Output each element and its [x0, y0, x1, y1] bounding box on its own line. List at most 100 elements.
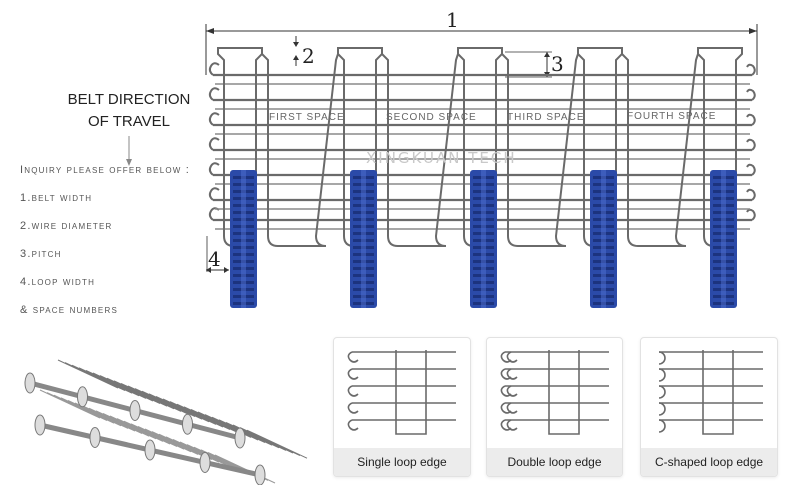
iso-sprocket [144, 439, 156, 461]
sprocket-highlight [241, 170, 246, 308]
edge-card-caption: Double loop edge [487, 448, 622, 476]
iso-wire [78, 367, 140, 397]
space-labels: FIRST SPACE SECOND SPACE THIRD SPACE FOU… [269, 111, 716, 123]
iso-wire [67, 399, 129, 429]
iso-wire [81, 405, 143, 435]
iso-wire [218, 419, 280, 449]
edge-loop [347, 385, 359, 397]
edge-loop [506, 351, 518, 363]
sprocket [470, 170, 497, 308]
iso-wire [127, 385, 189, 415]
iso-wire [137, 425, 199, 455]
edge-spacer [395, 350, 427, 435]
direction-title-line2: OF TRAVEL [88, 113, 170, 130]
iso-wire [246, 429, 308, 459]
pitch-number: 3 [551, 52, 564, 76]
inquiry-heading: Inquiry please offer below : [20, 164, 191, 176]
iso-sprocket [24, 372, 36, 394]
space-outline [501, 53, 579, 247]
iso-sprocket [129, 400, 141, 421]
conveyor-isometric-illustration [24, 359, 308, 485]
iso-wire [144, 428, 206, 458]
sprocket [350, 170, 377, 308]
edge-card-caption: Single loop edge [334, 448, 470, 476]
edge-loop [506, 419, 518, 431]
iso-wire [179, 441, 241, 471]
iso-wire [39, 389, 101, 419]
c-loop [658, 351, 666, 365]
edge-card-single: Single loop edge [333, 337, 471, 477]
belt-diagram: 1 2 3 4 FIRST SPACE SECOND SPACE THIRD S… [126, 8, 758, 308]
sprocket [230, 170, 257, 308]
iso-wire [120, 382, 182, 412]
iso-wire [130, 423, 192, 453]
right-edge-curl [746, 88, 756, 101]
inquiry-item-pitch: 3.pitch [20, 248, 62, 260]
left-edge-curl [208, 62, 220, 76]
iso-wire [109, 415, 171, 445]
iso-wire [85, 369, 147, 399]
double-loop-edge-drawing [500, 350, 609, 435]
left-edge-curl [208, 137, 220, 151]
iso-wire [239, 427, 301, 457]
watermark-text: XINGKUAN TECH [366, 149, 517, 167]
right-edge-curl [746, 188, 756, 201]
iso-wire [74, 402, 136, 432]
iso-wire [148, 393, 210, 423]
space-label-fourth: FOURTH SPACE [627, 111, 716, 122]
edge-spacer [548, 350, 580, 435]
edge-loop [347, 419, 359, 431]
iso-wire [183, 406, 245, 436]
inquiry-item-loop-width: 4.loop width [20, 276, 96, 288]
iso-wire [60, 397, 122, 427]
edge-loop [506, 368, 518, 380]
space-label-first: FIRST SPACE [269, 112, 345, 123]
iso-sprocket [234, 427, 246, 449]
sprocket [710, 170, 737, 308]
left-edge-curl [208, 207, 220, 221]
edge-card-double: Double loop edge [486, 337, 623, 477]
single-loop-edge-drawing [347, 350, 456, 435]
sprocket-highlight [361, 170, 366, 308]
c-loop [658, 402, 666, 416]
direction-title-line1: BELT DIRECTION [67, 91, 191, 108]
edge-loop [500, 402, 512, 414]
iso-wire [92, 372, 154, 402]
c-loop [658, 385, 666, 399]
right-edge-curl [746, 208, 756, 221]
edge-loop [347, 368, 359, 380]
iso-wire [197, 411, 259, 441]
iso-wire [99, 375, 161, 405]
iso-wire [106, 377, 168, 407]
edge-card-c-shaped: C-shaped loop edge [640, 337, 778, 477]
iso-sprocket [77, 386, 88, 408]
inquiry-item-space-numbers: & space numbers [20, 304, 118, 316]
edge-loop [347, 351, 359, 363]
inquiry-item-belt-width: 1.belt width [20, 192, 93, 204]
iso-wire [155, 395, 217, 425]
edge-card-caption: C-shaped loop edge [641, 448, 777, 476]
edge-loop [506, 402, 518, 414]
iso-wire [53, 394, 115, 424]
edge-loop [347, 402, 359, 414]
left-edge-curl [208, 87, 220, 101]
iso-wire [57, 359, 119, 389]
iso-wire [169, 401, 231, 431]
c-loop [658, 368, 666, 382]
space-outline [381, 53, 459, 247]
iso-wire [102, 412, 164, 442]
sprocket-highlight [721, 170, 726, 308]
iso-wire [88, 407, 150, 437]
iso-sprocket [34, 414, 46, 436]
sprocket-highlight [601, 170, 606, 308]
sprocket [590, 170, 617, 308]
left-edge-curl [208, 162, 220, 176]
iso-wire [134, 388, 196, 418]
c-shaped-loop-edge-drawing [658, 350, 763, 435]
edge-loop [500, 419, 512, 431]
iso-wire [162, 398, 224, 428]
dimension-lines: 1 2 3 4 [205, 8, 758, 273]
iso-sprocket [254, 464, 266, 485]
loop-width-number: 4 [208, 247, 221, 271]
inquiry-item-wire-diameter: 2.wire diameter [20, 220, 113, 232]
